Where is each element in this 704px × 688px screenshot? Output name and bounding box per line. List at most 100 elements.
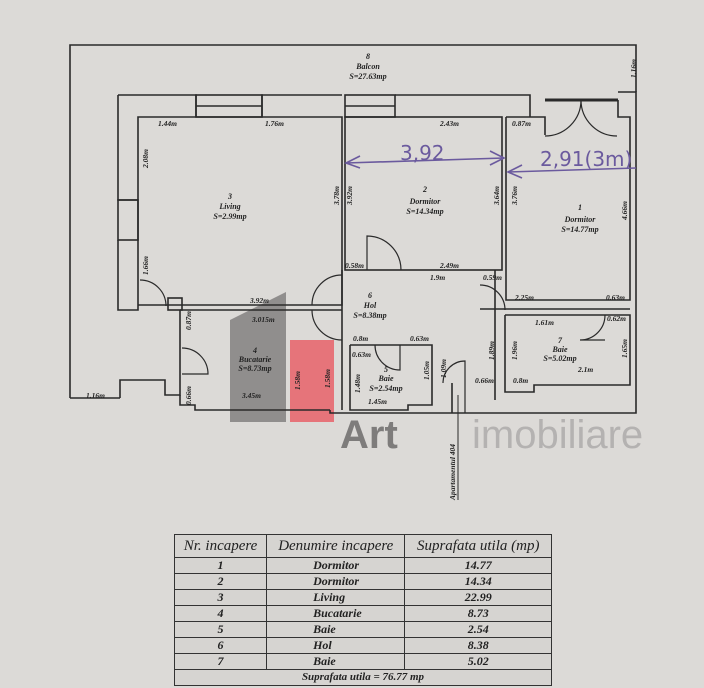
dimension: 1.58m <box>323 369 332 388</box>
dimension: 0.87m <box>512 119 531 128</box>
dimension: 0.63m <box>410 334 429 343</box>
dimension: 1.16m <box>86 391 105 400</box>
dimension: 0.63m <box>606 293 625 302</box>
dimension: 1.48m <box>353 374 362 393</box>
room-nr: 6 <box>368 291 372 300</box>
room-name: Baie <box>377 374 394 383</box>
cell-area: 14.77 <box>404 557 552 574</box>
watermark-red-shape <box>290 340 334 422</box>
room-area: S=2.99mp <box>213 212 246 221</box>
room-name: Balcon <box>355 62 380 71</box>
dimension: 0.66m <box>184 386 193 405</box>
dimension: 0.66m <box>475 376 494 385</box>
handwritten-measure: 2,91(3m) <box>540 147 632 171</box>
room-name: Dormitor <box>409 197 442 206</box>
cell-area: 22.99 <box>404 589 552 606</box>
room-area: S=2.54mp <box>369 384 402 393</box>
room-area: S=5.02mp <box>543 354 576 363</box>
dimension: 2.1m <box>577 365 593 374</box>
watermark-suffix: imobiliare <box>472 413 643 457</box>
handwritten-arrows <box>343 150 637 179</box>
dimension: 0.58m <box>345 261 364 270</box>
room-name: Hol <box>363 301 377 310</box>
dimension: 1.65m <box>620 339 629 358</box>
room-labels: 8 Balcon S=27.63mp 3 Living S=2.99mp 2 D… <box>213 52 598 393</box>
room-area: S=27.63mp <box>349 72 386 81</box>
room-name: Baie <box>551 345 568 354</box>
doors <box>139 99 618 413</box>
room-nr: 2 <box>422 185 427 194</box>
walls <box>69 44 637 414</box>
room-area: S=14.34mp <box>406 207 443 216</box>
dimension: 1.58m <box>293 371 302 390</box>
dimension: 1.9m <box>430 273 445 282</box>
dimension: 3.78m <box>332 186 341 206</box>
cell-name: Baie <box>266 653 406 670</box>
area-table: Nr. incapere Denumire incapere Suprafata… <box>173 534 552 686</box>
room-nr: 3 <box>227 192 232 201</box>
cell-nr: 7 <box>173 653 268 670</box>
cell-area: 8.73 <box>404 605 552 622</box>
watermark-gray-shape <box>230 292 286 422</box>
dimension: 3.92m <box>249 296 269 305</box>
cell-area: 14.34 <box>404 573 552 590</box>
dimension: 3.92m <box>345 186 354 206</box>
dimension: 3.015m <box>251 315 275 324</box>
room-nr: 8 <box>366 52 370 61</box>
cell-name: Living <box>266 589 406 606</box>
dimension: 3.64m <box>492 186 501 206</box>
dimension: 1.09m <box>439 359 448 378</box>
cell-nr: 3 <box>173 589 268 606</box>
header-name: Denumire incapere <box>266 534 406 558</box>
room-nr: 4 <box>252 346 257 355</box>
cell-nr: 2 <box>173 573 268 590</box>
room-nr: 1 <box>578 203 582 212</box>
dimension: 1.45m <box>368 397 387 406</box>
dimension: 0.8m <box>513 376 528 385</box>
room-nr: 5 <box>384 365 388 374</box>
room-area: S=14.77mp <box>561 225 598 234</box>
dimension: 2.49m <box>439 261 459 270</box>
room-nr: 7 <box>558 336 563 345</box>
room-name: Dormitor <box>564 215 597 224</box>
total-area: Suprafata utila = 76.77 mp <box>174 669 552 686</box>
cell-name: Dormitor <box>266 557 406 574</box>
dimension: 1.66m <box>141 256 150 275</box>
dimension: 0.87m <box>184 311 193 330</box>
cell-area: 2.54 <box>404 621 552 638</box>
dimension: 1.16m <box>629 59 638 78</box>
header-area: Suprafata utila (mp) <box>404 534 552 558</box>
table-total-row: Suprafata utila = 76.77 mp <box>174 669 552 686</box>
room-area: S=8.38mp <box>353 311 386 320</box>
cell-nr: 1 <box>173 557 268 574</box>
entrance-label: Apartamentul 404 <box>448 444 457 501</box>
room-name: Bucatarie <box>238 355 272 364</box>
dimension: 1.96m <box>510 341 519 360</box>
dimension: 1.44m <box>158 119 177 128</box>
dimension: 4.66m <box>620 201 629 221</box>
dimension: 2.25m <box>514 293 534 302</box>
dimension: 0.63m <box>352 350 371 359</box>
dimension-labels: 1.44m 1.76m 2.43m 0.87m 1.16m 2.08m 3.78… <box>86 59 638 406</box>
dimension: 3.45m <box>241 391 261 400</box>
room-name: Living <box>218 202 240 211</box>
cell-name: Dormitor <box>266 573 406 590</box>
cell-area: 8.38 <box>404 637 552 654</box>
table-header: Nr. incapere Denumire incapere Suprafata… <box>173 534 552 558</box>
cell-name: Bucatarie <box>266 605 406 622</box>
watermark-brand: Art <box>340 413 398 457</box>
header-nr: Nr. incapere <box>173 534 268 558</box>
cell-name: Hol <box>266 637 406 654</box>
cell-name: Baie <box>266 621 406 638</box>
cell-nr: 6 <box>173 637 268 654</box>
room-area: S=8.73mp <box>238 364 271 373</box>
dimension: 1.61m <box>535 318 554 327</box>
dimension: 2.08m <box>141 149 150 169</box>
